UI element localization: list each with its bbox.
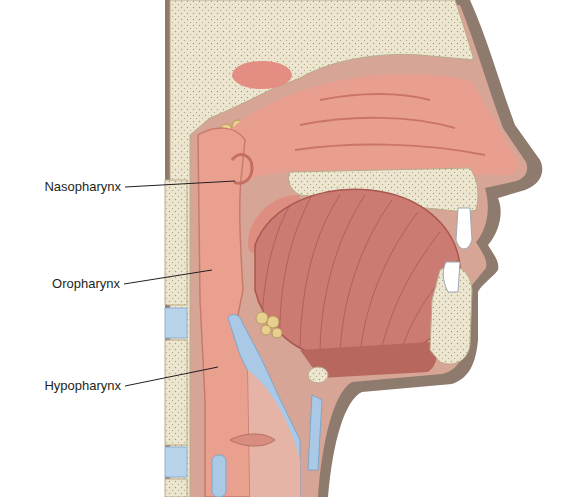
thyroid-cartilage bbox=[308, 395, 322, 470]
leader-lines bbox=[124, 181, 235, 386]
cricoid-cartilage bbox=[212, 455, 226, 497]
larynx-fat bbox=[256, 312, 282, 338]
tube-opening bbox=[232, 155, 252, 184]
tongue-outline bbox=[255, 189, 460, 355]
skull-bone bbox=[170, 0, 474, 497]
vocal-fold bbox=[230, 434, 275, 446]
region-label: Oropharynx bbox=[52, 276, 120, 292]
head-outline bbox=[165, 0, 542, 497]
larynx bbox=[248, 370, 300, 497]
lower-tooth bbox=[443, 262, 460, 292]
region-label: Nasopharynx bbox=[44, 179, 121, 195]
hyoid bbox=[308, 367, 328, 383]
epiglottis bbox=[228, 315, 300, 497]
vertebrae bbox=[165, 180, 187, 497]
region-label: Hypopharynx bbox=[44, 378, 121, 394]
nasal-conchae bbox=[295, 94, 485, 155]
sinus bbox=[232, 61, 292, 89]
upper-tooth bbox=[456, 208, 472, 249]
